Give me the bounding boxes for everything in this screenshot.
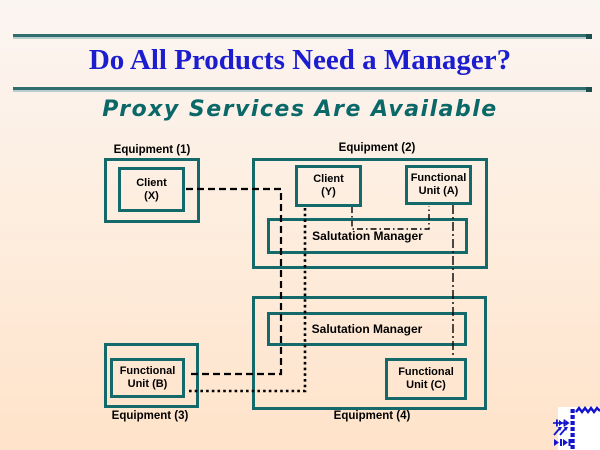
salutation-manager-bottom-node: Salutation Manager <box>267 312 467 346</box>
logo-wave <box>575 406 600 414</box>
equipment-3-label: Equipment (3) <box>111 410 189 422</box>
salutation-manager-top-node: Salutation Manager <box>267 218 468 254</box>
logo-arrows <box>553 419 571 446</box>
slide-title: Do All Products Need a Manager? <box>88 44 512 76</box>
title-divider-bottom <box>13 87 592 92</box>
logo-dotted-column <box>570 409 575 449</box>
functional-unit-a-node: Functional Unit (A) <box>405 165 472 205</box>
equipment-4-label: Equipment (4) <box>333 410 411 422</box>
client-x-node: Client (X) <box>118 167 185 212</box>
salutation-logo <box>553 406 600 450</box>
functional-unit-c-label: Functional Unit (C) <box>398 366 454 391</box>
functional-unit-b-node: Functional Unit (B) <box>110 358 185 398</box>
equipment-2-label: Equipment (2) <box>338 142 416 154</box>
salutation-manager-bottom-label: Salutation Manager <box>311 321 423 336</box>
client-x-label: Client (X) <box>136 176 167 202</box>
functional-unit-b-label: Functional Unit (B) <box>119 365 176 390</box>
slide-subtitle: Proxy Services Are Available <box>102 97 498 122</box>
title-divider-top <box>13 34 592 39</box>
equipment-1-label: Equipment (1) <box>113 144 191 156</box>
client-y-node: Client (Y) <box>295 165 362 207</box>
functional-unit-c-node: Functional Unit (C) <box>385 358 467 400</box>
salutation-manager-top-label: Salutation Manager <box>312 228 423 243</box>
client-y-label: Client (Y) <box>313 173 344 198</box>
functional-unit-a-label: Functional Unit (A) <box>410 172 467 197</box>
